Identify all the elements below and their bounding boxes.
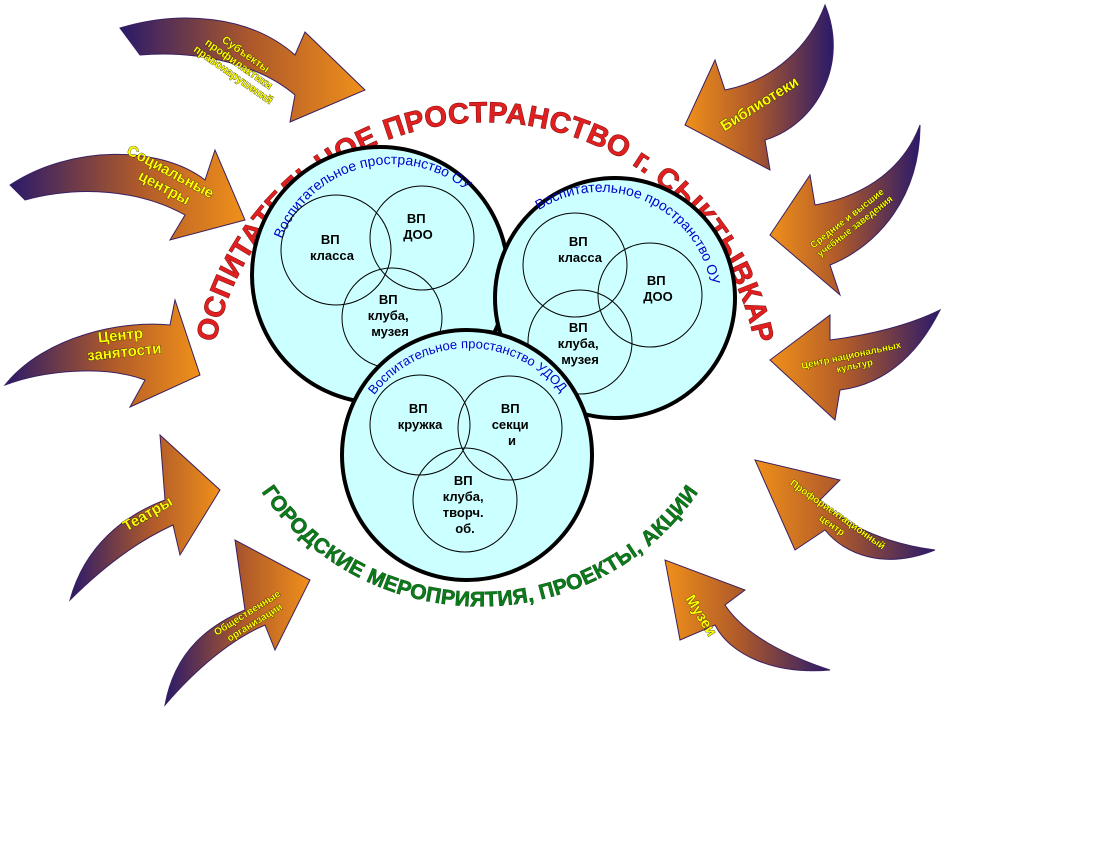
arrow-subjects-prevention: Субъекты профилактики правонарушений [119,17,366,123]
curved-arrow-icon [769,308,942,421]
circle-label: ВП ДОО [643,273,673,304]
space-udod: Воспитательное простанство УДОД ВП кружк… [340,328,594,582]
arrow-secondary-higher-institutions: Средние и высшие учебные заведения [769,124,921,297]
curved-arrow-icon [754,459,936,560]
circle-label: ВП секци и [492,401,533,448]
arrow-theatres: Театры [69,433,221,602]
inner-circle [369,185,475,291]
circle-label: ВП класса [310,232,355,263]
inner-circle [280,194,392,306]
arrow-museums: Музеи [664,559,831,672]
arrow-national-cultures-center: Центр национальных культур [769,308,942,421]
inner-circle [522,212,628,318]
circle-label: ВП ДОО [403,211,433,242]
arrow-public-organizations: Общественные организации [164,539,311,707]
circle-label: ВП клуба, творч. об. [443,473,488,536]
svg-text:Центр занятости: Центр занятости [85,323,163,365]
inner-circle [527,289,633,395]
curved-arrow-icon [684,3,834,171]
arrow-libraries: Библиотеки [684,3,834,171]
curved-arrow-icon [9,148,246,241]
inner-circle [369,374,471,476]
space-ou-right: Воспитательное пространство ОУ ВП класса… [493,176,737,420]
arrow-social-centers: Социальные центры [9,142,246,241]
inner-circle [597,242,703,348]
arrow-employment-center: Центр занятости [3,298,201,409]
curved-arrow-icon [164,539,311,707]
inner-circle [457,375,563,481]
curved-arrow-icon [119,17,366,123]
inner-circle [412,447,518,553]
space-circle [340,328,594,582]
circle-label: ВП клуба, музея [368,292,412,339]
arrow-career-guidance-center: Профориентационный центр [754,459,936,560]
circle-label: ВП кружка [398,401,443,432]
curved-arrow-icon [769,124,921,297]
curved-arrow-icon [664,559,831,672]
curved-arrow-icon [69,433,221,602]
arrow-label-line: Центр [97,325,144,347]
circle-label: ВП клуба, музея [558,320,602,367]
curved-arrow-icon [3,298,201,409]
circle-label: ВП класса [558,234,603,265]
